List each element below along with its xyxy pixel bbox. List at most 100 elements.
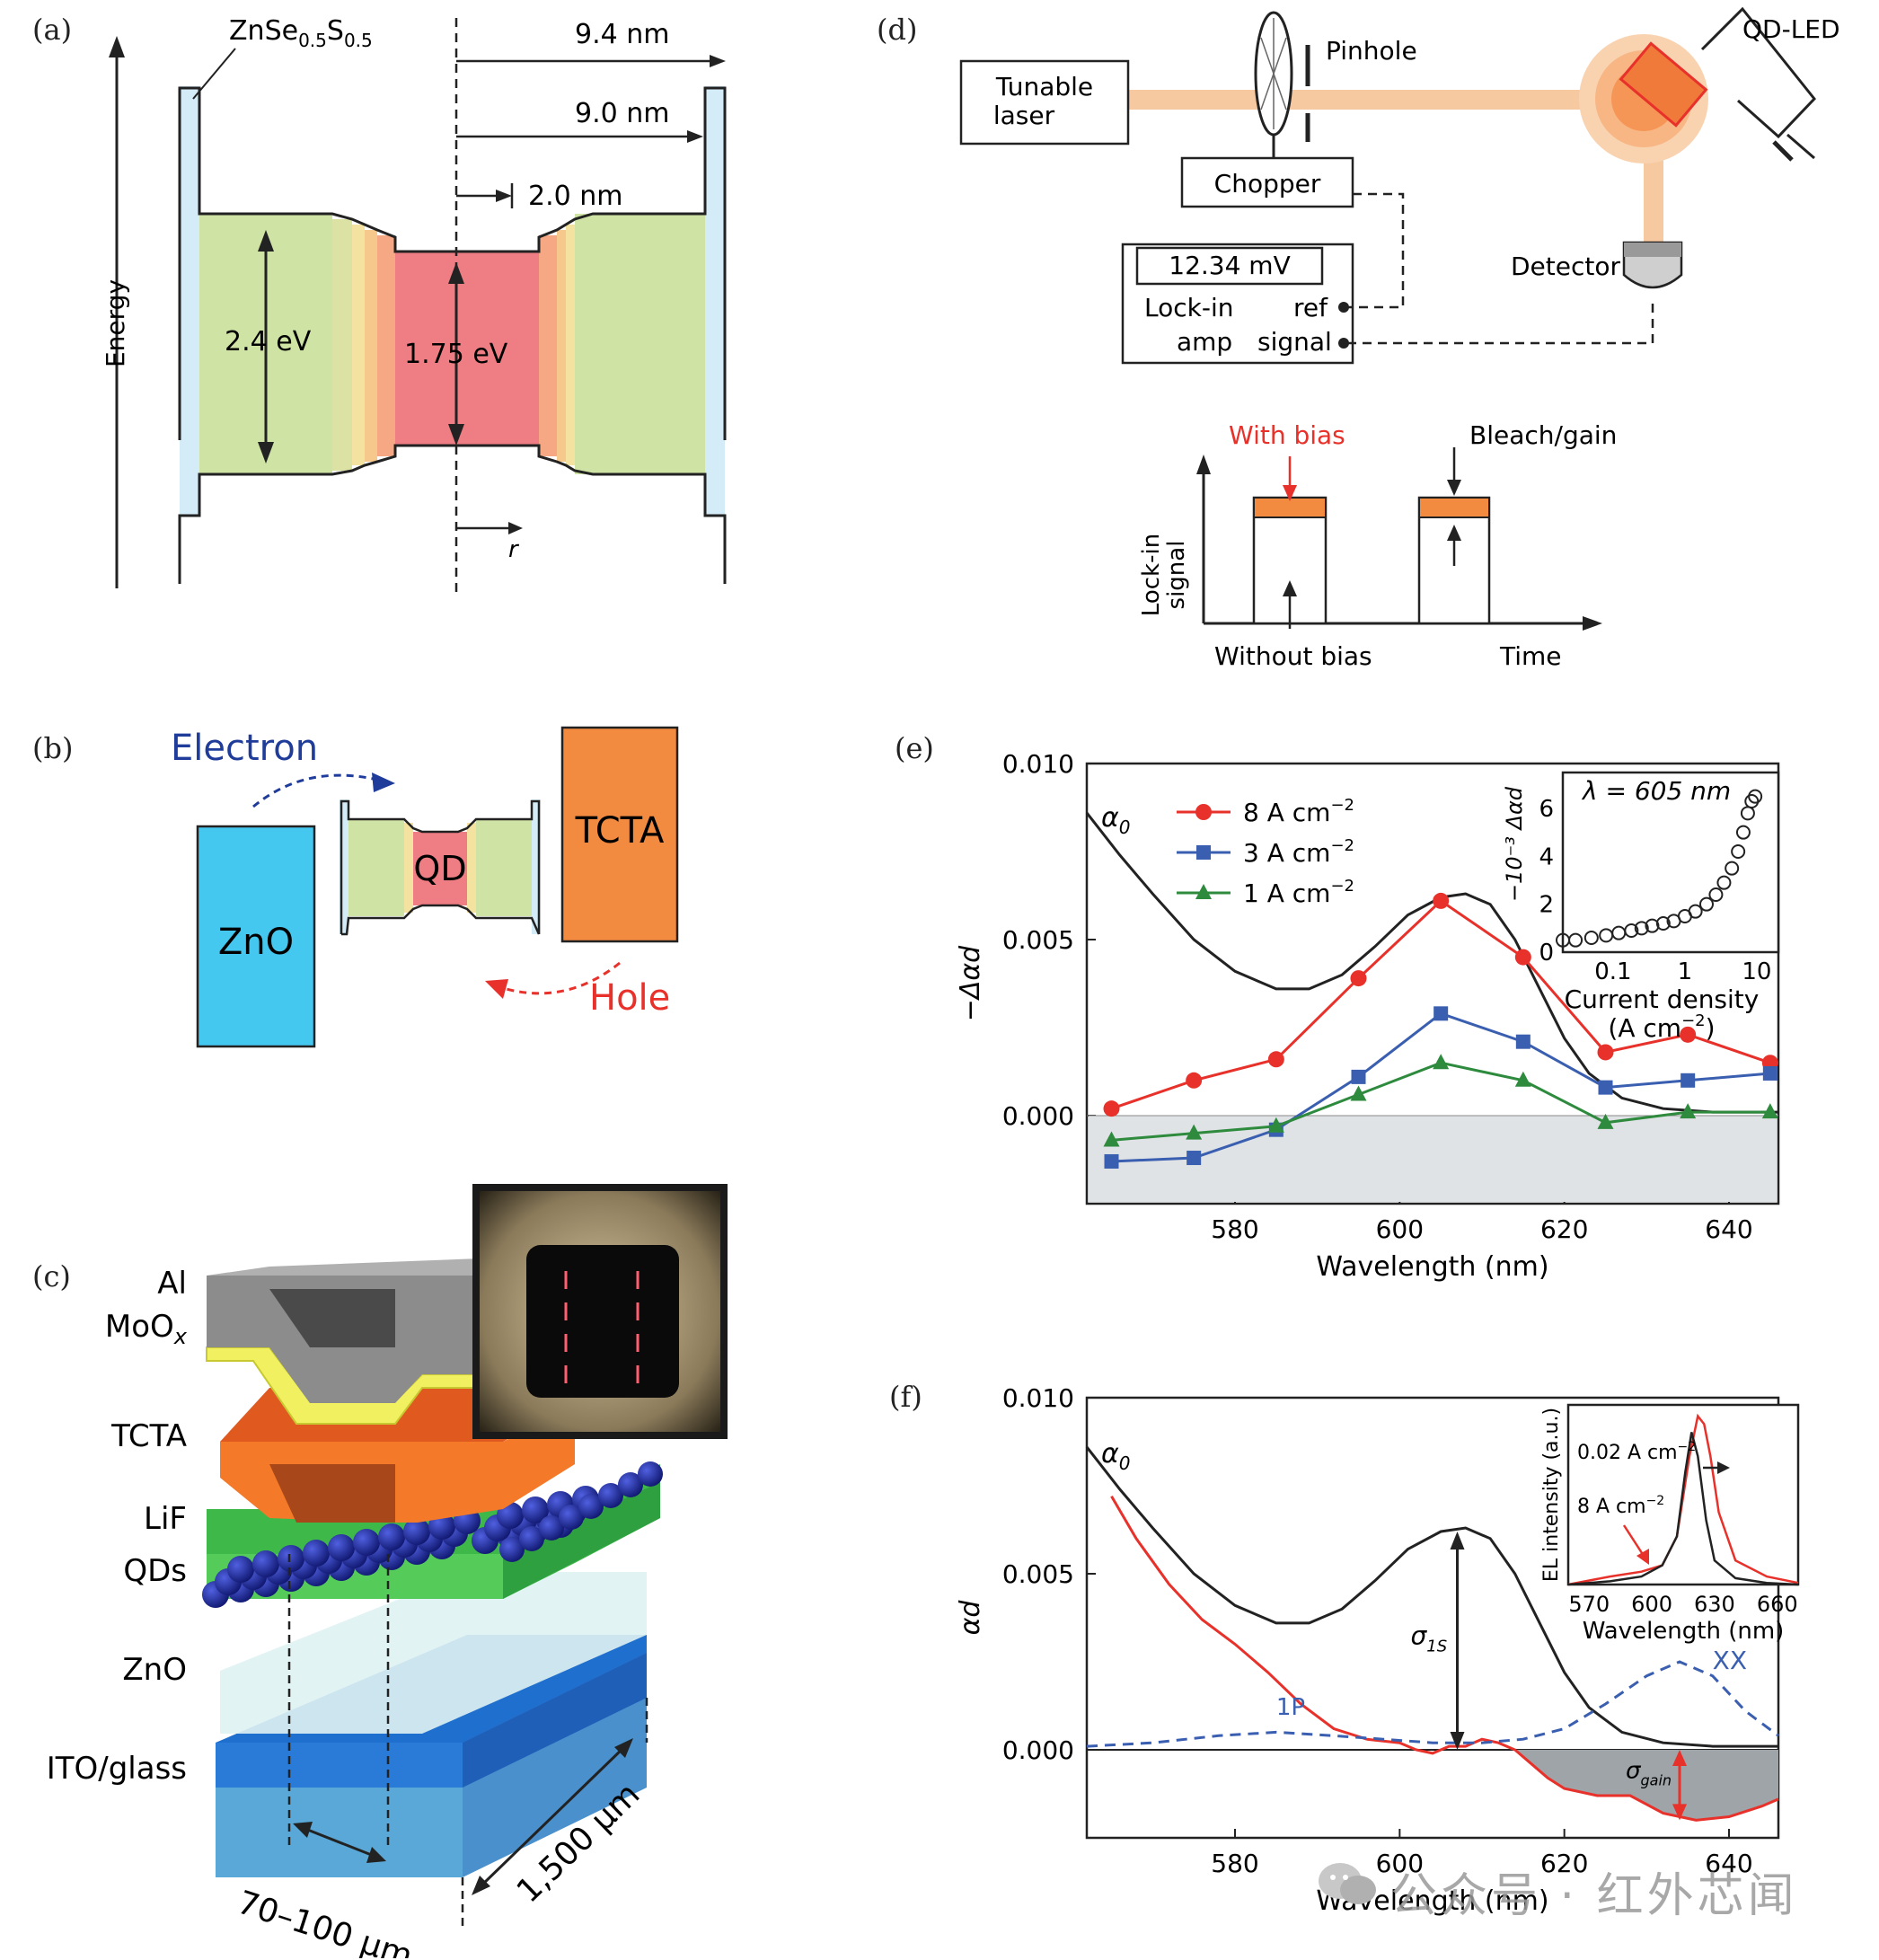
- sigma1s-arrowhead-bottom: [1450, 1732, 1465, 1750]
- inset-point: [1568, 932, 1583, 948]
- layer-label-lif: LiF: [144, 1501, 187, 1537]
- pinhole-label: Pinhole: [1326, 36, 1417, 66]
- chart-e-negative-region: [1089, 1116, 1777, 1202]
- zno-label: ZnO: [218, 922, 294, 963]
- inset-point: [1716, 875, 1732, 890]
- chart-e-xtick-label: 600: [1376, 1214, 1424, 1244]
- chart-f-xtick-label: 580: [1211, 1849, 1258, 1878]
- chart-e-xlabel: Wavelength (nm): [1316, 1251, 1548, 1283]
- inset-ytick-label: 2: [1539, 892, 1554, 919]
- qd-dot: [353, 1529, 380, 1556]
- inset-point: [1655, 916, 1671, 931]
- inset-point: [1645, 918, 1660, 933]
- qd-dot: [303, 1540, 330, 1567]
- inset-xlabel: Wavelength (nm): [1583, 1618, 1785, 1645]
- tunable-laser-box: [959, 59, 1130, 146]
- qd-dot: [252, 1550, 279, 1577]
- qd-dot: [522, 1496, 549, 1523]
- chart-e-point: [1104, 1153, 1119, 1169]
- legend-label: 3 A cm−2: [1243, 836, 1354, 868]
- qd-dot: [539, 1515, 564, 1541]
- chart-e-point: [1267, 1117, 1284, 1133]
- qd-led-label: QD-LED: [1742, 14, 1840, 44]
- measurement-setup-schematic: Tunable laser Pinhole Chopper 12.34 mV L…: [959, 6, 1840, 671]
- with-bias-label: With bias: [1229, 420, 1345, 450]
- region-outer-right: [575, 214, 705, 474]
- inset-point: [1748, 789, 1763, 804]
- inset-title: λ = 605 nm: [1581, 776, 1731, 806]
- chart-e-point: [1433, 1054, 1450, 1070]
- inset-ytick-label: 0: [1539, 940, 1554, 967]
- lockin-signal-ylabel-2: signal: [1163, 541, 1190, 610]
- chart-f-ytick-label: 0.010: [1002, 1383, 1074, 1413]
- qd-dot: [378, 1523, 405, 1550]
- zno-block: [196, 825, 316, 1048]
- chart-e-xtick-label: 620: [1540, 1214, 1588, 1244]
- layer-label-zno: ZnO: [122, 1652, 187, 1688]
- chart-f-ytick-label: 0.000: [1002, 1735, 1074, 1765]
- hole-label: Hole: [589, 977, 670, 1019]
- laser-label-2: laser: [993, 101, 1055, 130]
- detector-label: Detector: [1511, 252, 1620, 281]
- chart-e-point: [1187, 1151, 1202, 1166]
- without-bias-label: Without bias: [1214, 641, 1372, 671]
- panel-label-f: (f): [889, 1380, 922, 1414]
- qd-dot: [598, 1483, 623, 1508]
- region-core: [395, 252, 539, 446]
- chart-e-point: [1186, 1124, 1203, 1140]
- chart-e-ytick-label: 0.000: [1002, 1101, 1074, 1131]
- led-circuit: [1700, 6, 1816, 139]
- chart-e-point: [1762, 1065, 1778, 1081]
- chart-e-point: [1186, 1072, 1203, 1089]
- sigma1s-arrowhead-top: [1450, 1531, 1465, 1549]
- qd-core: [413, 832, 467, 905]
- dim-9-4nm: 9.4 nm: [575, 19, 669, 50]
- tcta-label: TCTA: [575, 810, 665, 852]
- chart-f-series-line: [1085, 1445, 1778, 1748]
- lockin-label-2: amp: [1177, 327, 1232, 357]
- chart-e-point: [1680, 1103, 1697, 1119]
- qd-dot: [618, 1472, 643, 1497]
- shell-left: [180, 86, 199, 516]
- chart-e-point: [1433, 892, 1450, 909]
- chart-e-inset-frame: [1561, 771, 1780, 954]
- qd-dot: [559, 1505, 584, 1530]
- chart-e-point: [1515, 1034, 1531, 1049]
- chart-e-point: [1514, 1071, 1531, 1087]
- inset-point: [1735, 825, 1751, 840]
- inset-xtick-label: 630: [1694, 1592, 1735, 1617]
- sigma1s-label: σ1S: [1411, 1620, 1448, 1655]
- chart-e-point: [1103, 1100, 1120, 1117]
- band-diagram: Energy 9.4 nm 9.0 nm 2.0 nm ZnSe0.5S0.5 …: [101, 15, 727, 597]
- inset-xlabel-1: Current density: [1565, 984, 1760, 1014]
- laser-beam: [1128, 90, 1631, 110]
- inset-point: [1634, 921, 1649, 936]
- chart-e-point: [1761, 1103, 1778, 1119]
- watermark-text: 公众号 · 红外芯闻: [1390, 1869, 1798, 1923]
- inset-xtick-label: 1: [1678, 958, 1693, 985]
- chopper-box: [1180, 156, 1354, 208]
- inset-ylabel: −10⁻³ Δαd: [1502, 786, 1527, 902]
- inset-xtick-label: 660: [1757, 1592, 1798, 1617]
- legend-marker: [1195, 804, 1212, 820]
- inset-point: [1688, 904, 1703, 919]
- inset-xtick-label: 570: [1568, 1592, 1610, 1617]
- gap-core-label: 1.75 eV: [404, 339, 508, 370]
- signal-label: signal: [1257, 327, 1332, 357]
- inset-pointer-red-head: [1636, 1549, 1649, 1565]
- lockin-label-1: Lock-in: [1144, 293, 1233, 322]
- inset-el-black: [1567, 1432, 1799, 1586]
- legend-marker: [1196, 845, 1211, 860]
- layer-label-moox: MoOx: [105, 1309, 188, 1349]
- chart-e-point: [1597, 1113, 1614, 1129]
- chart-e-point: [1350, 970, 1367, 987]
- chart-e-alpha0-label: α0: [1101, 802, 1131, 838]
- chart-f-xtick-label: 640: [1705, 1849, 1752, 1878]
- layer-label-al: Al: [157, 1266, 187, 1302]
- inset-label-low: 0.02 A cm−2: [1577, 1440, 1696, 1464]
- qd-led-device: [1619, 41, 1708, 128]
- lockin-signal-ylabel-1: Lock-in: [1138, 534, 1165, 616]
- charge-injection-diagram: ZnO TCTA QD Electron Hole: [171, 726, 679, 1048]
- chart-f-ylabel: αd: [955, 1600, 986, 1636]
